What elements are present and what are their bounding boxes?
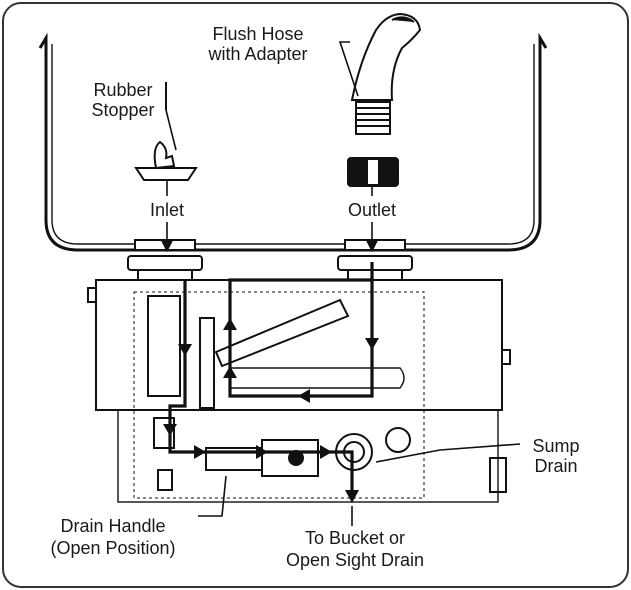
rubber-stopper-icon: [134, 82, 198, 181]
outlet-fitting: [337, 239, 413, 281]
rubber-stopper-label-line2: Stopper: [91, 100, 155, 120]
leader-lines: [160, 41, 521, 526]
flush-hose-label-line1: Flush Hose: [212, 24, 304, 44]
inlet-fitting: [127, 239, 203, 281]
inlet-label: Inlet: [149, 200, 185, 220]
flush-hose-icon: [347, 12, 422, 187]
sump-drain-label-line2: Drain: [534, 456, 578, 476]
sump-drain-label-line1: Sump: [532, 436, 580, 456]
outlet-label: Outlet: [347, 200, 397, 220]
drain-valve: [153, 417, 411, 491]
rubber-stopper-label-line1: Rubber: [93, 80, 153, 100]
drain-handle-label-line2: (Open Position): [50, 538, 176, 558]
to-bucket-label-line2: Open Sight Drain: [285, 550, 425, 570]
fryer-vat: [38, 32, 548, 252]
flush-hose-label-line2: with Adapter: [208, 44, 308, 64]
to-bucket-label-line1: To Bucket or: [304, 528, 406, 548]
drain-handle-label-line1: Drain Handle: [60, 516, 166, 536]
flow-arrows: [163, 318, 379, 503]
